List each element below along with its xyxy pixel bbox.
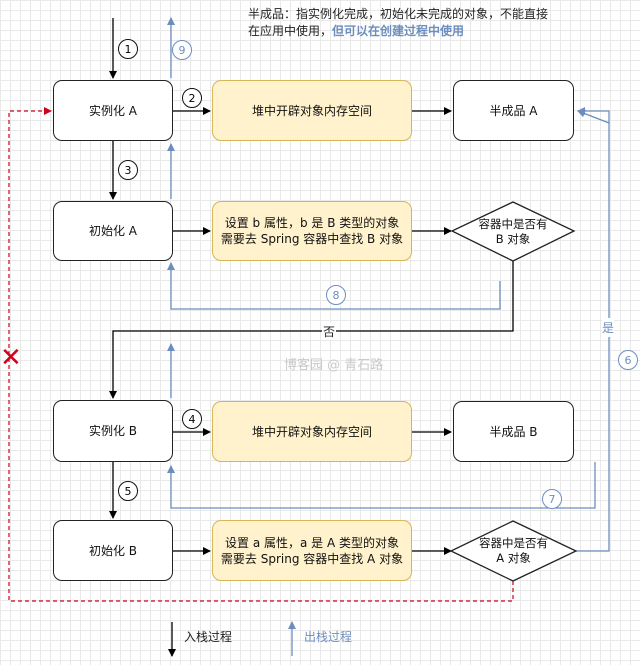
diamond-container-has-a [449,520,578,582]
diamond-b-line-1: 容器中是否有 [478,216,548,231]
box-half-product-b: 半成品 B [453,401,574,462]
step-6-badge: 6 [618,350,638,370]
arrow-pop-7 [167,462,596,509]
half-product-note: 半成品：指实例化完成，初始化未完成的对象，不能直接 在应用中使用，但可以在创建过… [248,6,578,40]
set-b-line-1: 设置 b 属性，b 是 B 类型的对象 [224,216,400,230]
note-line-2-plain: 在应用中使用， [248,24,333,38]
box-set-a-property: 设置 a 属性，a 是 A 类型的对象 需要去 Spring 容器中查找 A 对… [212,520,412,581]
diamond-a-line-2: A 对象 [496,551,531,565]
set-b-line-2: 需要去 Spring 容器中查找 B 对象 [220,232,404,246]
legend-pop-label: 出栈过程 [304,630,353,644]
step-9-badge: 9 [172,40,192,60]
box-heap-alloc-a: 堆中开辟对象内存空间 [212,80,412,141]
box-instantiate-b: 实例化 B [53,400,173,462]
diamond-b-line-2: B 对象 [495,231,531,246]
box-init-b: 初始化 B [53,520,173,581]
arrow-pop-6-yes [576,109,610,552]
step-2-badge: 2 [182,88,202,108]
watermark: 博客园 @ 青石路 [284,358,384,373]
box-heap-alloc-b: 堆中开辟对象内存空间 [212,401,412,462]
box-init-a: 初始化 A [53,201,173,261]
diamond-a-line-1: 容器中是否有 [479,536,548,550]
set-a-line-1: 设置 a 属性，a 是 A 类型的对象 [225,535,399,550]
step-5-badge: 5 [118,481,138,501]
step-7-badge: 7 [542,489,562,509]
diamond-a-label: 容器中是否有 A 对象 [451,521,576,581]
step-3-badge: 3 [118,160,138,180]
step-1-badge: 1 [118,39,138,59]
step-8-badge: 8 [326,285,346,305]
failure-x-icon: ✕ [0,343,22,373]
diamond-b-label: 容器中是否有 B 对象 [452,202,574,261]
box-set-b-property: 设置 b 属性，b 是 B 类型的对象 需要去 Spring 容器中查找 B 对… [212,201,412,261]
box-half-product-a: 半成品 A [453,80,574,141]
arrow-pop-6-yes-b [577,107,610,123]
edge-label-yes: 是 [602,318,615,337]
set-a-line-2: 需要去 Spring 容器中查找 A 对象 [220,551,404,566]
arrow-diamond-b-no-to-instantiate-b [109,261,514,399]
diamond-container-has-b [450,201,576,262]
edge-label-no: 否 [322,323,337,340]
note-line-2: 在应用中使用，但可以在创建过程中使用 [248,23,578,40]
box-instantiate-a: 实例化 A [53,80,173,141]
legend-push-label: 入栈过程 [184,630,233,644]
step-4-badge: 4 [182,409,202,429]
note-line-2-highlight: 但可以在创建过程中使用 [332,24,465,38]
note-line-1: 半成品：指实例化完成，初始化未完成的对象，不能直接 [248,7,549,21]
arrow-pop-8 [167,262,501,310]
